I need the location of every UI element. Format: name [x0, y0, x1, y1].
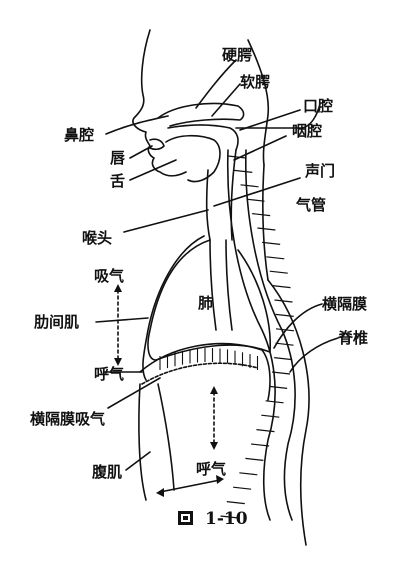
- trachea-left: [210, 240, 216, 330]
- vertebra-tick: [273, 286, 291, 288]
- figure-number: 1-10: [205, 509, 248, 529]
- chest-front: [143, 236, 204, 380]
- leader-pharynx: [234, 136, 286, 160]
- label-exhale-left: 呼气: [94, 365, 125, 383]
- leader-soft-palate: [212, 84, 240, 116]
- oral-line: [236, 104, 320, 128]
- diaphragm-fibres: [160, 348, 258, 370]
- vertebra-tick: [272, 372, 290, 374]
- figure-icon: [178, 511, 193, 525]
- arrowhead-left: [156, 488, 164, 497]
- vertebra-tick: [245, 458, 263, 460]
- label-soft-palate: 软腭: [240, 73, 271, 91]
- vertebra-tick: [276, 314, 294, 316]
- abdomen-front: [139, 384, 146, 500]
- vertebra-tick: [274, 358, 292, 360]
- leader-glottis: [214, 178, 300, 206]
- vertebra-tick: [275, 343, 293, 345]
- vertebra-tick: [262, 242, 280, 244]
- vertebra-tick: [227, 502, 245, 504]
- vertebra-tick: [276, 329, 294, 331]
- label-diaphragm-right: 横隔膜: [322, 295, 368, 313]
- diaphragm: [140, 344, 270, 400]
- leader-diaphragm-inhale: [108, 378, 160, 408]
- label-hard-palate: 硬腭: [222, 46, 253, 64]
- label-inhale-top: 吸气: [94, 267, 125, 285]
- vertebra-tick: [234, 170, 252, 172]
- vertebra-tick: [261, 415, 279, 417]
- leader-intercostal: [96, 318, 148, 322]
- vertebra-tick: [269, 386, 287, 388]
- vertebra-tick: [257, 228, 275, 230]
- leader-diaphragm-right: [274, 304, 322, 348]
- spine-back: [246, 150, 295, 520]
- label-abdominal: 腹肌: [92, 463, 123, 481]
- back-contour: [268, 280, 309, 545]
- label-larynx: 喉头: [82, 229, 113, 247]
- leader-lips: [130, 146, 152, 158]
- arrowhead-bottom-down: [210, 442, 218, 450]
- vertebra-tick: [220, 516, 238, 518]
- arrowhead-up: [114, 284, 122, 292]
- vertebra-tick: [274, 300, 292, 302]
- leader-tongue: [130, 160, 176, 180]
- label-intercostal: 肋间肌: [34, 313, 80, 331]
- leader-abdominal: [126, 452, 150, 470]
- leader-spine: [290, 338, 338, 372]
- label-nasal-cavity: 鼻腔: [64, 126, 95, 144]
- spine-vertebrae: [220, 156, 294, 518]
- pharynx-front: [207, 170, 210, 240]
- vertebra-tick: [241, 185, 259, 187]
- label-trachea: 气管: [296, 196, 327, 214]
- vertebra-tick: [251, 444, 269, 446]
- vertebra-tick: [239, 473, 257, 475]
- leader-hard-palate: [196, 60, 236, 108]
- label-tongue: 舌: [110, 172, 126, 190]
- skull-outline: [248, 40, 268, 165]
- lips-shape: [150, 139, 164, 149]
- figure-caption: 1-10: [178, 509, 248, 529]
- tongue-shape: [166, 136, 220, 182]
- arrowhead-right: [216, 475, 224, 484]
- vertebra-tick: [266, 257, 284, 259]
- label-lips: 唇: [110, 149, 126, 167]
- leader-nasal: [106, 116, 168, 134]
- label-pharynx: 咽腔: [292, 122, 323, 140]
- vertebra-tick: [252, 214, 270, 216]
- face-outline: [133, 30, 186, 176]
- label-lung: 肺: [198, 294, 214, 312]
- leader-larynx: [124, 210, 208, 232]
- abdomen-line: [158, 384, 174, 490]
- vertebra-tick: [266, 401, 284, 403]
- label-spine: 脊椎: [338, 329, 369, 347]
- neck-back: [263, 165, 268, 280]
- vertebra-tick: [247, 199, 265, 201]
- label-glottis: 声门: [305, 162, 336, 180]
- diaphragm-low: [142, 363, 258, 384]
- palate: [168, 125, 238, 150]
- label-exhale-bottom: 呼气: [196, 460, 227, 478]
- leader-oral: [240, 110, 300, 130]
- label-diaphragm-inhale: 横隔膜吸气: [30, 410, 106, 428]
- vertebra-tick: [228, 156, 246, 158]
- abdomen-arrow: [160, 480, 220, 492]
- trachea-right: [226, 240, 232, 330]
- vertebra-tick: [233, 487, 251, 489]
- arrowhead-down: [114, 358, 122, 366]
- nasal-cavity: [158, 103, 244, 126]
- label-oral-cavity: 口腔: [303, 97, 334, 115]
- arrowhead-bottom-up: [210, 386, 218, 394]
- vertebra-tick: [256, 430, 274, 432]
- spine-front: [228, 150, 275, 520]
- vertebra-tick: [270, 271, 288, 273]
